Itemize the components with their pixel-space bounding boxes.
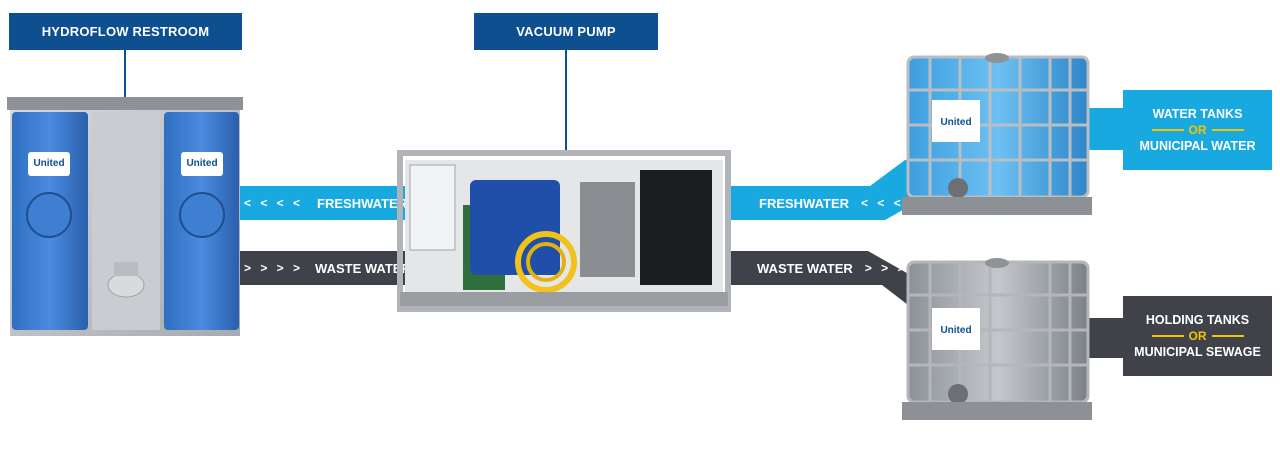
- waste-left-flow: > > > > WASTE WATER > >: [244, 251, 449, 285]
- or-line-left: [1151, 129, 1184, 131]
- water-tanks-line2: MUNICIPAL WATER: [1139, 139, 1256, 153]
- holding-tanks-line1: HOLDING TANKS: [1145, 313, 1250, 327]
- restroom-label-stem: [124, 50, 126, 98]
- fresh-right-label: FRESHWATER: [759, 195, 850, 211]
- holding-tanks-box: HOLDING TANKS OR MUNICIPAL SEWAGE: [1123, 296, 1272, 376]
- waste-band-right: [730, 251, 912, 308]
- waste-band-left: [240, 251, 420, 285]
- holding-or: OR: [1188, 329, 1207, 343]
- or-line-right: [1211, 129, 1244, 131]
- waste-left-tail: > >: [422, 261, 450, 275]
- waste-left-arrows: > > > >: [244, 261, 304, 275]
- waste-left-label: WASTE WATER: [315, 260, 411, 276]
- pump-label-text: VACUUM PUMP: [516, 24, 616, 39]
- holding-or-row: OR: [1151, 328, 1244, 344]
- fresh-left-arrows: < < < <: [244, 196, 304, 210]
- fresh-right-flow: < < < < FRESHWATER < < <: [735, 186, 904, 220]
- fresh-band-right: [730, 160, 928, 220]
- water-tanks-line1: WATER TANKS: [1152, 107, 1243, 121]
- pump-label: VACUUM PUMP: [474, 13, 658, 50]
- fresh-band-left: [240, 186, 415, 220]
- water-tanks-box: WATER TANKS OR MUNICIPAL WATER: [1123, 90, 1272, 170]
- waste-right-tail: > > >: [864, 261, 908, 275]
- fresh-left-label: FRESHWATER: [317, 195, 408, 211]
- holding-tanks-line2: MUNICIPAL SEWAGE: [1134, 345, 1261, 359]
- restroom-label: HYDROFLOW RESTROOM: [9, 13, 242, 50]
- waste-right-label: WASTE WATER: [757, 260, 853, 276]
- restroom-label-text: HYDROFLOW RESTROOM: [41, 24, 210, 39]
- waste-right-flow: > > > WASTE WATER > > >: [733, 251, 908, 285]
- water-or-row: OR: [1151, 122, 1244, 138]
- water-or: OR: [1188, 123, 1207, 137]
- pump-label-stem: [565, 50, 567, 153]
- or-line-left: [1151, 335, 1184, 337]
- fresh-right-chev-diag: < < <: [861, 196, 904, 210]
- or-line-right: [1211, 335, 1244, 337]
- fresh-left-flow: < < < < FRESHWATER: [244, 186, 407, 220]
